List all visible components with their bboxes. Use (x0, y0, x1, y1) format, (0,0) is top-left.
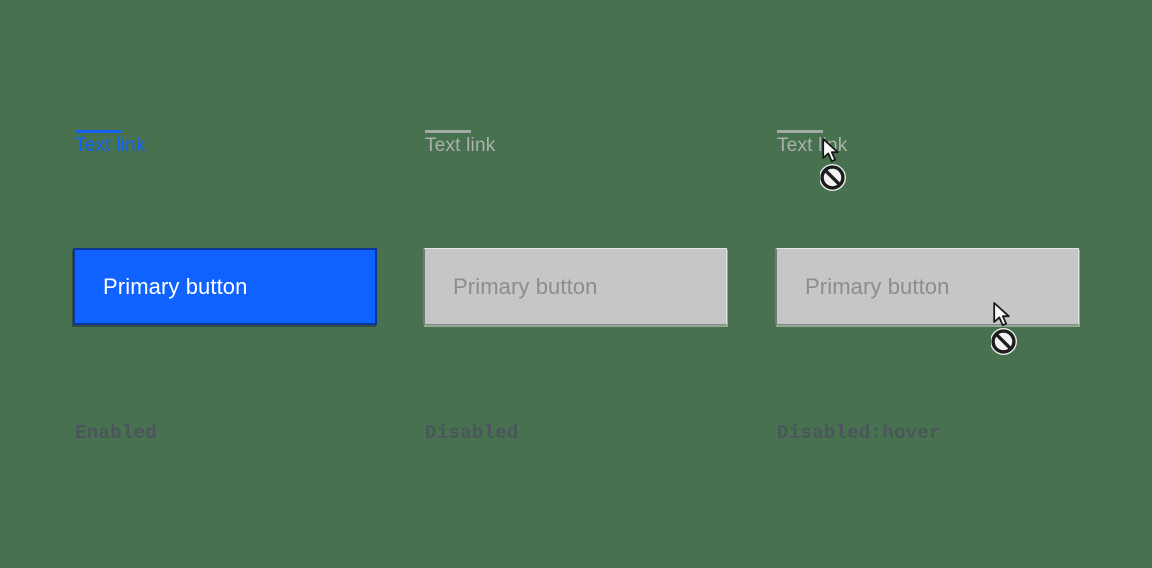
state-label-disabled-hover: Disabled:hover (777, 422, 941, 444)
text-link-enabled[interactable]: Text link (75, 135, 146, 156)
state-column-enabled: Text link Primary button Enabled (73, 0, 377, 568)
primary-button-disabled-hover: Primary button (775, 248, 1079, 325)
link-overline-artifact (75, 130, 121, 133)
state-column-disabled: Text link Primary button Disabled (423, 0, 727, 568)
primary-button-enabled[interactable]: Primary button (73, 248, 377, 325)
link-overline-artifact (777, 130, 823, 133)
text-link-disabled-hover: Text link (777, 135, 848, 156)
state-column-disabled-hover: Text link Primary button Disabled:hover (775, 0, 1079, 568)
state-label-disabled: Disabled (425, 422, 519, 444)
link-overline-artifact (425, 130, 471, 133)
state-label-enabled: Enabled (75, 422, 157, 444)
primary-button-disabled: Primary button (423, 248, 727, 325)
text-link-disabled: Text link (425, 135, 496, 156)
